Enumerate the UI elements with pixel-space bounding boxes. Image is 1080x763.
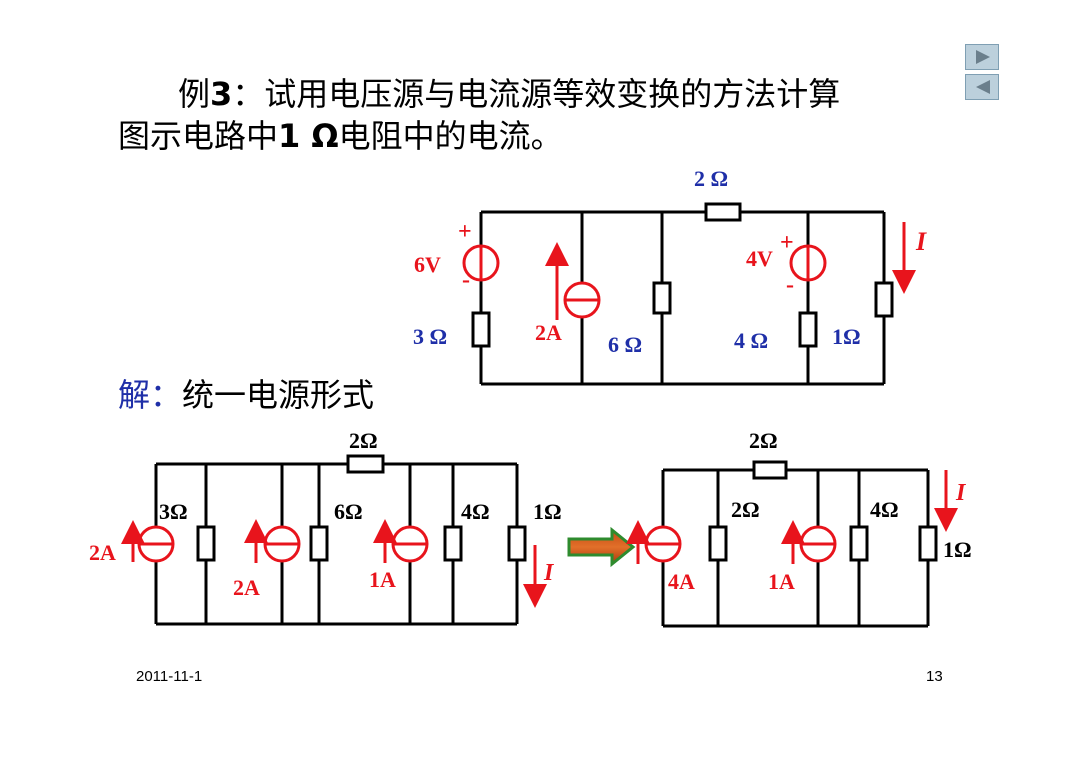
label-right-4a: 4A [668,569,695,594]
resistor-right-2ohm [708,525,728,562]
resistor-1ohm [874,281,894,318]
label-6ohm: 6 Ω [608,332,642,357]
resistor-top-2ohm [704,202,742,222]
label-left-i3: 1A [369,567,396,592]
example-number: 3 [210,75,233,113]
label-left-3ohm: 3Ω [159,499,188,524]
label-left-current: I [543,560,555,586]
label-3ohm: 3 Ω [413,324,447,349]
play-right-icon [976,50,990,64]
play-left-icon [976,80,990,94]
circuit-top-components: 2 Ω 6V + - 4V + - 3 Ω 2A 6 Ω 4 Ω 1Ω I [413,166,927,357]
label-2a: 2A [535,320,562,345]
circuit-right-components: 2Ω 2Ω 4Ω 1Ω 4A 1A I [626,428,972,594]
problem-title-line1: 例3：试用电压源与电流源等效变换的方法计算 [178,72,840,116]
solution-text: 统一电源形式 [182,376,375,414]
equivalent-transform-arrow [567,526,636,568]
title-text-1: ：试用电压源与电流源等效变换的方法计算 [232,75,841,113]
resistor-left-1ohm [507,525,527,562]
resistor-left-4ohm [443,525,463,562]
label-minus-6v: - [462,267,470,293]
resistor-right-4ohm [849,525,869,562]
slide-date: 2011-11-1 [136,668,203,685]
example-word: 例 [178,75,211,113]
slide-number: 13 [926,668,943,685]
label-6v: 6V [414,252,441,277]
resistor-3ohm [471,311,491,348]
label-left-1ohm: 1Ω [533,499,562,524]
next-slide-button[interactable] [965,44,999,70]
title-text-2a: 图示电路中 [118,117,279,155]
label-plus-6v: + [458,219,472,245]
label-left-i1: 2A [89,540,116,565]
circuit-right [661,468,930,628]
label-4ohm: 4 Ω [734,328,768,353]
circuit-left [154,462,519,626]
label-right-1a: 1A [768,569,795,594]
title-resistor-value: 1 Ω [278,117,339,155]
prev-slide-button[interactable] [965,74,999,100]
solution-label: 解： [118,376,183,414]
label-minus-4v: - [786,272,794,298]
label-plus-4v: + [780,230,794,256]
label-left-r-top: 2Ω [349,428,378,453]
circuit-top [479,210,886,386]
resistor-left-3ohm [196,525,216,562]
label-1ohm: 1Ω [832,324,861,349]
label-4v: 4V [746,246,773,271]
solution-heading: 解：统一电源形式 [118,373,374,417]
label-right-r-top: 2Ω [749,428,778,453]
label-right-current: I [955,480,967,506]
label-left-i2: 2A [233,575,260,600]
resistor-6ohm [652,281,672,315]
label-right-2ohm: 2Ω [731,497,760,522]
problem-title-line2: 图示电路中1 Ω电阻中的电流。 [118,114,563,158]
label-current-top: I [915,227,927,256]
label-right-4ohm: 4Ω [870,497,899,522]
label-left-4ohm: 4Ω [461,499,490,524]
resistor-4ohm [798,311,818,348]
resistor-left-2ohm [346,454,385,474]
label-right-1ohm: 1Ω [943,537,972,562]
resistor-right-1ohm [918,525,938,562]
title-text-2b: 电阻中的电流。 [338,117,563,155]
resistor-right-2ohm-top [752,460,788,480]
resistor-left-6ohm [309,525,329,562]
label-left-6ohm: 6Ω [334,499,363,524]
label-r-top: 2 Ω [694,166,728,191]
circuit-left-components: 2Ω 3Ω 6Ω 4Ω 1Ω 2A 2A 1A I [89,428,562,608]
